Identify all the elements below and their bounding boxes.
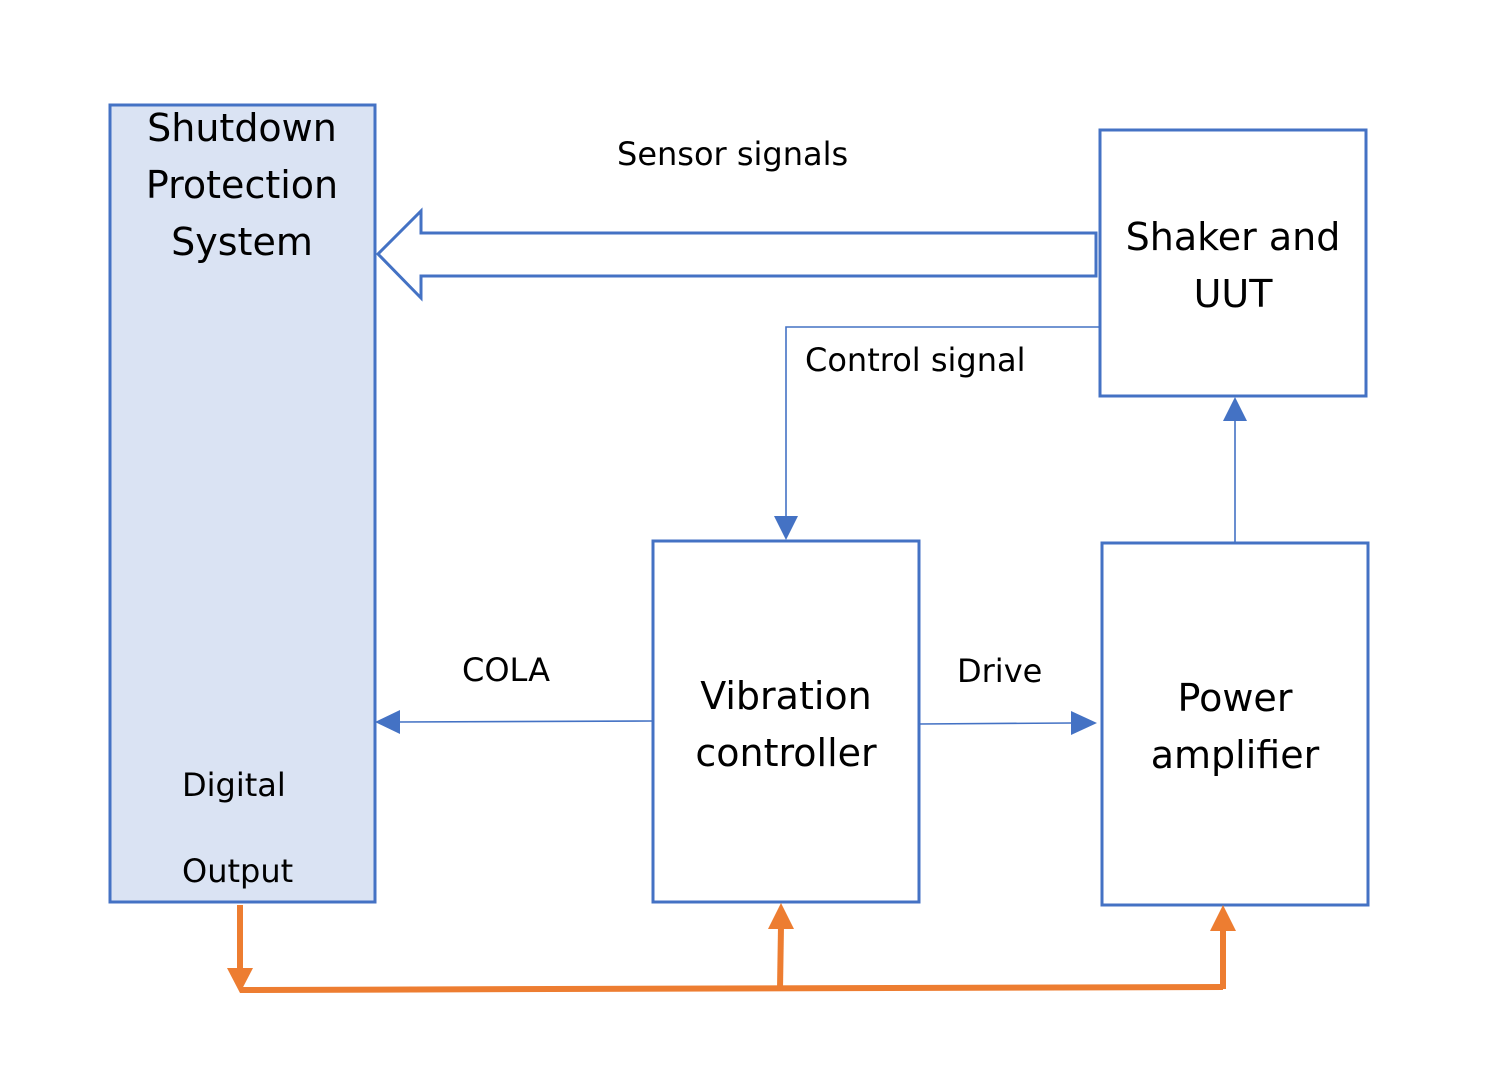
cola-connector [375,710,654,734]
shaker-uut-box: Shaker and UUT [1098,128,1368,398]
controller-label-line-2: controller [695,731,877,775]
control-signal-connector [774,326,1100,540]
control-signal-label: Control signal [805,341,1026,379]
amplifier-label-line-2: amplifier [1151,733,1320,777]
sensor-signals-label: Sensor signals [617,135,848,173]
sps-label-line-3: System [171,220,313,264]
controller-label-line-1: Vibration [700,674,872,718]
drive-label: Drive [957,652,1042,690]
sensor-signals-arrow [375,207,1098,302]
shaker-label-line-2: UUT [1194,272,1274,316]
sps-label-line-2: Protection [146,163,338,207]
cola-label: COLA [462,651,550,689]
digital-output-label-line-1: Digital [182,766,286,804]
digital-output-label-line-2: Output [182,852,293,890]
shaker-label-line-1: Shaker and [1126,215,1341,259]
digital-output-connectors [227,903,1236,993]
drive-connector [918,711,1097,735]
amplifier-to-shaker-connector [1223,397,1247,543]
shutdown-protection-system-box: Shutdown Protection System Digital Outpu… [108,103,377,904]
amplifier-label-line-1: Power [1178,676,1293,720]
vibration-controller-box: Vibration controller [651,539,921,904]
sps-label-line-1: Shutdown [147,106,337,150]
power-amplifier-box: Power amplifier [1100,541,1370,907]
